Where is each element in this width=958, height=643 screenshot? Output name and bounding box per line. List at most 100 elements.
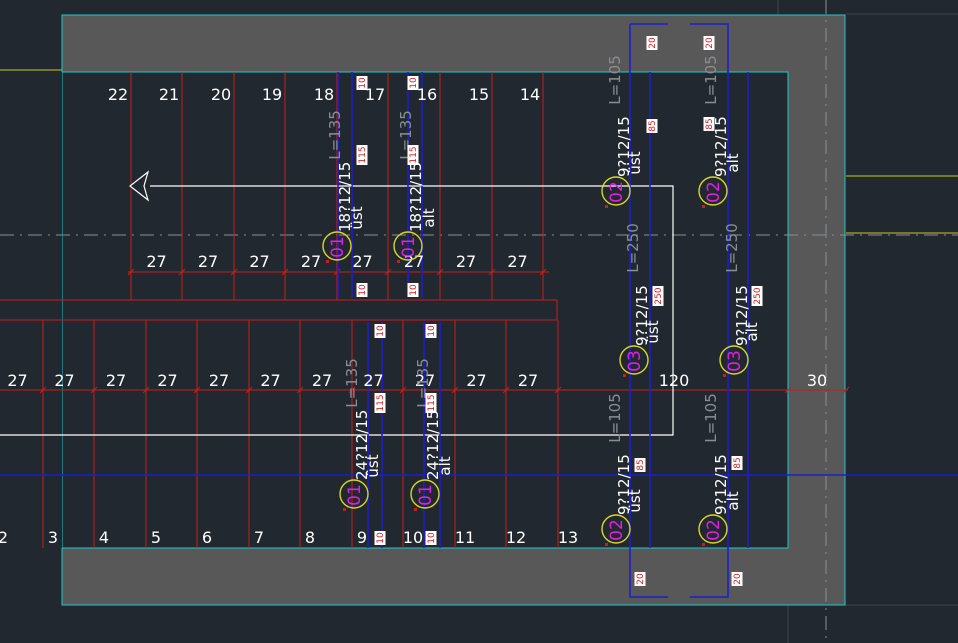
rebar-length: L=105 — [702, 55, 720, 105]
tread-dim-bottom: 27 — [518, 371, 538, 390]
rebar-mark-number: 02 — [607, 181, 627, 203]
dimension-tag: 85 — [705, 118, 715, 129]
dimension-tag-box — [425, 324, 437, 338]
step-number-bottom: 5 — [151, 528, 161, 547]
step-number-top: 16 — [417, 85, 437, 104]
dimension-tag: 85 — [636, 459, 646, 470]
rebar-bar-size: 9?12/15 — [633, 285, 651, 346]
step-number-bottom: 13 — [558, 528, 578, 547]
tread-dim-top: 27 — [352, 252, 372, 271]
rebar-mark-number: 02 — [704, 181, 724, 203]
dimension-tag: 20 — [636, 573, 646, 585]
rebar-layer: üst — [364, 454, 382, 477]
dim-tick-bottom — [399, 386, 407, 394]
dimension-tag-box — [425, 531, 437, 545]
dimension-tag-box — [374, 531, 386, 545]
insertion-point — [326, 260, 329, 263]
rebar-mark-circle — [410, 479, 440, 509]
dimension-tag-box — [634, 572, 646, 586]
rebar-mark-number: 01 — [345, 484, 365, 506]
dimension-tag-box — [731, 572, 743, 586]
dim-tick-top — [127, 268, 135, 276]
step-number-bottom: 10 — [403, 528, 423, 547]
dimension-tag-box — [652, 286, 664, 306]
insertion-point — [723, 374, 726, 377]
insertion-point — [702, 205, 705, 208]
dimension-tag: 10 — [409, 77, 419, 89]
tread-dim-bottom: 27 — [7, 371, 27, 390]
step-number-top: 19 — [262, 85, 282, 104]
rebar-lines — [0, 23, 958, 598]
rebar-bar — [690, 23, 729, 598]
dimension-tag-box — [356, 76, 368, 90]
tread-dim-bottom: 27 — [54, 371, 74, 390]
rebar-bar-size: 9?12/15 — [615, 454, 633, 515]
dimension-tag-box — [425, 393, 437, 413]
insertion-point — [702, 543, 705, 546]
dimension-tag: 115 — [427, 394, 437, 411]
rebar-mark-circle — [619, 345, 649, 375]
rebar-mark-circle — [698, 176, 728, 206]
dimension-tag-box — [407, 76, 419, 90]
dimension-tag: 250 — [654, 287, 664, 304]
tread-dim-top: 27 — [146, 252, 166, 271]
dimension-tag-box — [634, 458, 646, 472]
dimension-tag-box — [646, 119, 658, 133]
dim-tick-bottom — [193, 386, 201, 394]
dimension-tag: 20 — [705, 37, 715, 49]
rebar-bar-size: 9?12/15 — [733, 285, 751, 346]
dim-tick-bottom — [348, 386, 356, 394]
rebar-length: L=105 — [702, 393, 720, 443]
dimension-tag-box — [751, 286, 763, 306]
rebar-mark-circle — [601, 514, 631, 544]
rebar-mark-number: 03 — [725, 350, 745, 372]
rebar-length: L=135 — [326, 110, 344, 160]
rebar-mark-circle — [322, 231, 352, 261]
rebar-mark-number: 01 — [399, 236, 419, 258]
rebar-layer: üst — [644, 320, 662, 343]
dimension-tag-box — [374, 324, 386, 338]
tread-dim-bottom: 27 — [157, 371, 177, 390]
dimension-tag: 10 — [376, 325, 386, 337]
rebar-length: L=250 — [624, 223, 642, 273]
step-number-bottom: 4 — [99, 528, 109, 547]
tread-dim-bottom: 27 — [312, 371, 332, 390]
tread-dim-bottom: 27 — [260, 371, 280, 390]
dim-tick-bottom — [142, 386, 150, 394]
dimension-tag: 115 — [409, 146, 419, 163]
walking-line-arrow — [0, 170, 674, 436]
dim-tick-top — [230, 268, 238, 276]
step-number-bottom: 3 — [48, 528, 58, 547]
step-number-bottom: 12 — [506, 528, 526, 547]
tread-dim-top: 27 — [301, 252, 321, 271]
tread-dim-top: 27 — [456, 252, 476, 271]
dim-tick-bottom — [39, 386, 47, 394]
rebar-bar-size: 24?12/15 — [424, 410, 442, 480]
rebar-length: L=105 — [606, 55, 624, 105]
tread-dim-bottom: 27 — [363, 371, 383, 390]
step-number-bottom: 6 — [202, 528, 212, 547]
rebar-mark-number: 03 — [625, 350, 645, 372]
rebar-length: L=105 — [606, 393, 624, 443]
dimension-tag: 115 — [358, 146, 368, 163]
step-number-bottom: 8 — [305, 528, 315, 547]
tread-dim-top: 27 — [198, 252, 218, 271]
rebar-mark-number: 01 — [328, 236, 348, 258]
insertion-point — [343, 508, 346, 511]
rebar-layer: alt — [436, 456, 454, 475]
dimension-tag-box — [703, 117, 715, 131]
rebar-bar-size: 18?12/15 — [336, 162, 354, 232]
rebar-mark-circle — [698, 514, 728, 544]
rebar-mark-circle — [719, 345, 749, 375]
dimension-tag: 10 — [409, 284, 419, 296]
dimension-tag: 85 — [733, 457, 743, 468]
step-number-top: 20 — [211, 85, 231, 104]
rebar-layer: alt — [420, 208, 438, 227]
dim-tick-top — [178, 268, 186, 276]
rebar-bar-size: 24?12/15 — [353, 410, 371, 480]
slab-outline — [0, 14, 846, 606]
dimension-tag: 10 — [358, 77, 368, 89]
wall-dim: 30 — [807, 371, 827, 390]
